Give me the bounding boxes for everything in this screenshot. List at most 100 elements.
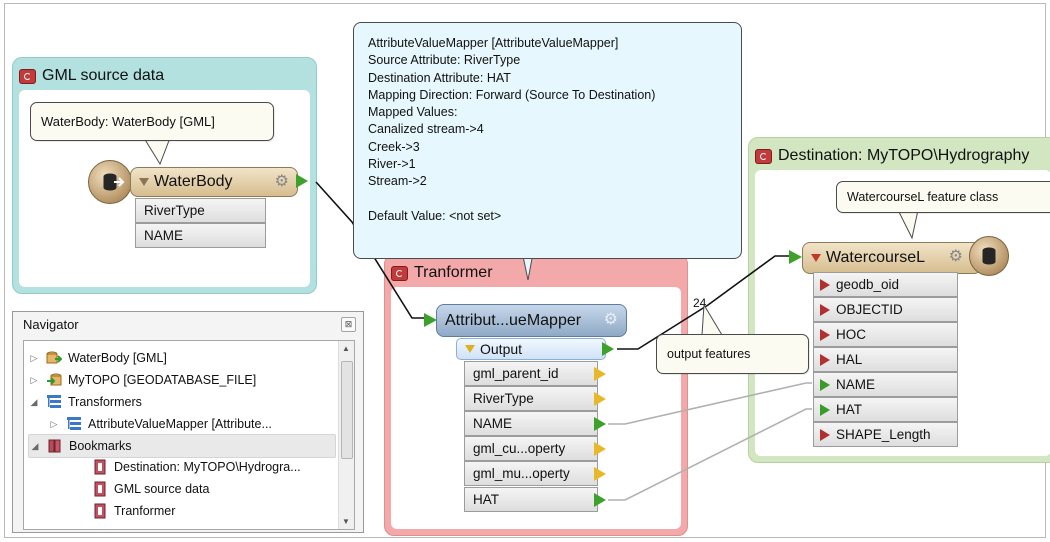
waterbody-annotation[interactable]: WaterBody: WaterBody [GML] [30,102,274,141]
tree-item-waterbody-reader[interactable]: ▷ WaterBody [GML] [28,347,167,369]
attribute-port-icon[interactable] [594,367,606,381]
connection-waterbody-to-mapper [315,181,426,319]
transformer-icon [66,416,82,432]
transformers-icon [46,394,62,410]
transformer-attribute: NAME [464,411,606,436]
connection-hat-to-hat [608,408,812,501]
transformer-attribute: gml_mu...operty [464,461,606,486]
bookmark-icon [755,148,772,164]
gear-icon[interactable]: ⚙ [603,311,618,328]
transformer-attribute: gml_parent_id [464,361,606,386]
callout-pointer [897,210,919,240]
expand-arrow-icon[interactable]: ▷ [30,352,38,363]
transformer-attributevaluemapper[interactable]: Attribut...ueMapper ⚙ [424,304,627,337]
transformer-attribute: RiverType [464,386,606,411]
gear-icon[interactable]: ⚙ [948,248,963,265]
output-port-icon[interactable] [602,342,614,356]
collapse-arrow-icon[interactable]: ◢ [30,396,38,407]
reader-database-icon[interactable] [88,160,132,204]
attribute-port-icon[interactable] [594,493,606,507]
reader-feature-type-waterbody[interactable]: WaterBody ⚙ [130,167,308,197]
database-cylinder-icon [103,173,117,191]
writer-icon [46,372,62,388]
arrow-out-icon [114,177,125,187]
output-port-icon[interactable] [296,174,308,188]
scrollbar-thumb[interactable] [341,361,353,459]
writer-attribute: HAL [813,347,958,372]
navigator-tree: ▷ WaterBody [GML] ▷ MyTOPO [GEODATABASE_… [23,340,355,530]
reader-attribute: NAME [135,223,266,248]
close-icon[interactable]: ⊠ [341,317,356,332]
callout-pointer [143,138,171,166]
unmapped-attribute-flag-icon [820,354,830,366]
tooltip-line: River->1 [368,157,416,172]
tree-item-bookmarks[interactable]: ◢ Bookmarks [28,434,336,458]
watercourse-annotation[interactable]: WatercourseL feature class [836,181,1050,213]
mapped-attribute-flag-icon [820,404,830,416]
collapse-triangle-icon [465,345,475,353]
tooltip-line: Mapping Direction: Forward (Source To De… [368,87,656,102]
transformer-parameter-tooltip: AttributeValueMapper [AttributeValueMapp… [353,22,742,259]
connection-name-to-name [608,382,812,425]
writer-attribute: HAT [813,397,958,422]
bookmark-title: GML source data [19,64,164,88]
unmapped-attribute-flag-icon [820,429,830,441]
navigator-panel: Navigator ⊠ ▷ WaterBody [GML] ▷ MyTOPO [… [12,311,364,533]
scroll-up-icon[interactable]: ▲ [342,344,350,353]
input-port-icon[interactable] [424,313,437,327]
navigator-title: Navigator [23,317,79,332]
transformer-attribute: HAT [464,487,606,512]
mapped-attribute-flag-icon [820,379,830,391]
bookmark-title: Destination: MyTOPO\Hydrography [755,144,1029,168]
bookmark-icon [391,265,408,281]
expand-arrow-icon[interactable]: ▷ [50,418,58,429]
bookmark-icon [92,481,108,497]
bookmark-icon [92,503,108,519]
callout-pointer [701,305,723,336]
reader-icon [46,350,63,366]
tree-item-attributevaluemapper[interactable]: ▷ AttributeValueMapper [Attribute... [48,413,272,435]
output-port[interactable]: Output [456,338,614,360]
bookmark-icon [19,68,36,84]
tooltip-line: Source Attribute: RiverType [368,53,521,68]
attribute-port-icon[interactable] [594,392,606,406]
reader-attribute: RiverType [135,198,266,223]
unmapped-attribute-flag-icon [820,329,830,341]
tooltip-line: Default Value: <not set> [368,208,502,223]
tree-item-bookmark-transformer[interactable]: Tranformer [68,500,175,522]
writer-feature-type-watercoursel[interactable]: WatercourseL ⚙ [789,242,982,274]
writer-database-icon[interactable] [969,236,1009,276]
bookmark-gml-source[interactable]: GML source data [12,57,317,294]
output-features-annotation[interactable]: output features [656,334,809,374]
bookmarks-icon [47,438,63,454]
connection-output-to-watercourse [617,255,790,350]
unmapped-attribute-flag-icon [820,304,830,316]
tree-item-bookmark-destination[interactable]: Destination: MyTOPO\Hydrogra... [68,456,301,478]
tree-item-transformers[interactable]: ◢ Transformers [28,391,142,413]
scroll-down-icon[interactable]: ▼ [342,517,350,526]
tooltip-line: Mapped Values: [368,105,458,120]
attribute-port-icon[interactable] [594,467,606,481]
writer-attribute: SHAPE_Length [813,422,958,447]
tree-item-bookmark-gml-source[interactable]: GML source data [68,478,209,500]
unmapped-attribute-flag-icon [820,279,830,291]
tooltip-line: AttributeValueMapper [AttributeValueMapp… [368,36,619,50]
writer-attribute: HOC [813,322,958,347]
tooltip-line: Canalized stream->4 [368,122,484,137]
transformer-attribute: gml_cu...operty [464,436,606,461]
navigator-scrollbar[interactable]: ▲ ▼ [338,341,354,529]
attribute-port-icon[interactable] [594,417,606,431]
collapse-triangle-icon [811,254,821,262]
input-port-icon[interactable] [789,250,802,264]
tree-item-mytopo-writer[interactable]: ▷ MyTOPO [GEODATABASE_FILE] [28,369,257,391]
tooltip-line: Creek->3 [368,139,420,154]
bookmark-title: Tranformer [391,261,493,285]
bookmark-icon [92,459,108,475]
collapse-arrow-icon[interactable]: ◢ [31,440,39,451]
attribute-port-icon[interactable] [594,442,606,456]
collapse-triangle-icon [139,178,149,186]
gear-icon[interactable]: ⚙ [274,173,289,190]
tooltip-line: Destination Attribute: HAT [368,70,511,85]
expand-arrow-icon[interactable]: ▷ [30,374,38,385]
